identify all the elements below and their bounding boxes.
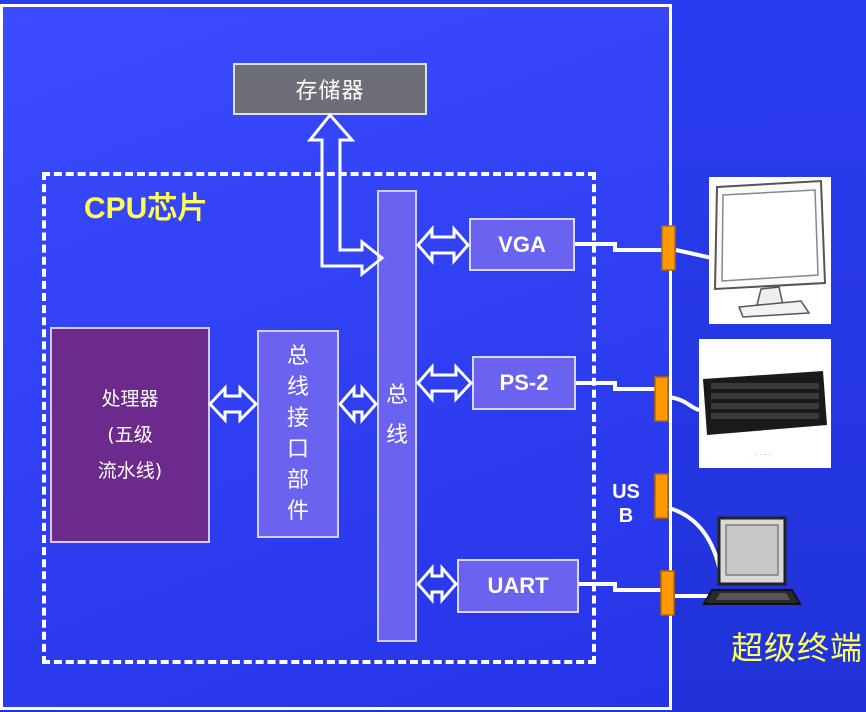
ps2-label: PS-2 [499,370,549,395]
bus-vga-arrow [416,225,470,265]
ps2-connector [654,376,669,422]
bus-block: 总 线 [377,190,417,642]
laptop-icon [702,516,802,605]
uart-cable [579,582,661,592]
vga-label: VGA [498,231,546,257]
bus-interface-char: 总 [286,344,309,369]
terminal-label: 超级终端 [731,629,864,667]
bus-interface-char: 接 [286,406,309,431]
processor-biu-arrow [207,384,259,424]
uart-connector [660,570,675,616]
processor-label-line: 流水线) [97,460,163,482]
processor-label-line: 处理器 [101,388,159,410]
usb-connector [654,473,669,519]
memory-label: 存储器 [295,79,365,104]
vga-cable-out [675,248,713,260]
ps2-cable-out [668,395,706,413]
keyboard-image: · · · · [699,339,831,468]
bus-interface-char: 件 [286,499,309,524]
uart-block: UART [457,559,579,613]
bus-uart-arrow [416,564,458,604]
cpu-chip-label: CPU芯片 [84,192,208,225]
svg-text:· · · ·: · · · · [755,451,771,459]
ps2-cable [576,381,655,391]
bus-char: 总 [385,383,408,408]
monitor-icon [713,179,827,318]
usb-label-line: B [618,505,634,527]
cpu-chip-region [42,172,596,664]
vga-block: VGA [469,218,575,271]
memory-bus-arrow [306,112,385,278]
bus-interface-char: 口 [286,437,309,462]
usb-cable [668,506,724,581]
bus-interface-char: 线 [286,375,309,400]
vga-cable [575,242,662,252]
bus-interface-char: 部 [286,468,309,493]
bus-interface-block: 总 线 接 口 部 件 [257,330,339,538]
biu-bus-arrow [338,384,378,424]
ps2-block: PS-2 [472,356,576,410]
monitor-image [709,177,831,324]
uart-label: UART [487,573,549,598]
bus-char: 线 [385,423,408,448]
keyboard-icon: · · · · [703,371,827,459]
bus-ps2-arrow [416,363,474,403]
vga-connector [661,225,676,271]
usb-label: US B [606,480,646,528]
processor-block: 处理器 (五级 流水线) [50,327,210,543]
processor-label-line: (五级 [107,424,153,446]
usb-label-line: US [612,481,640,503]
